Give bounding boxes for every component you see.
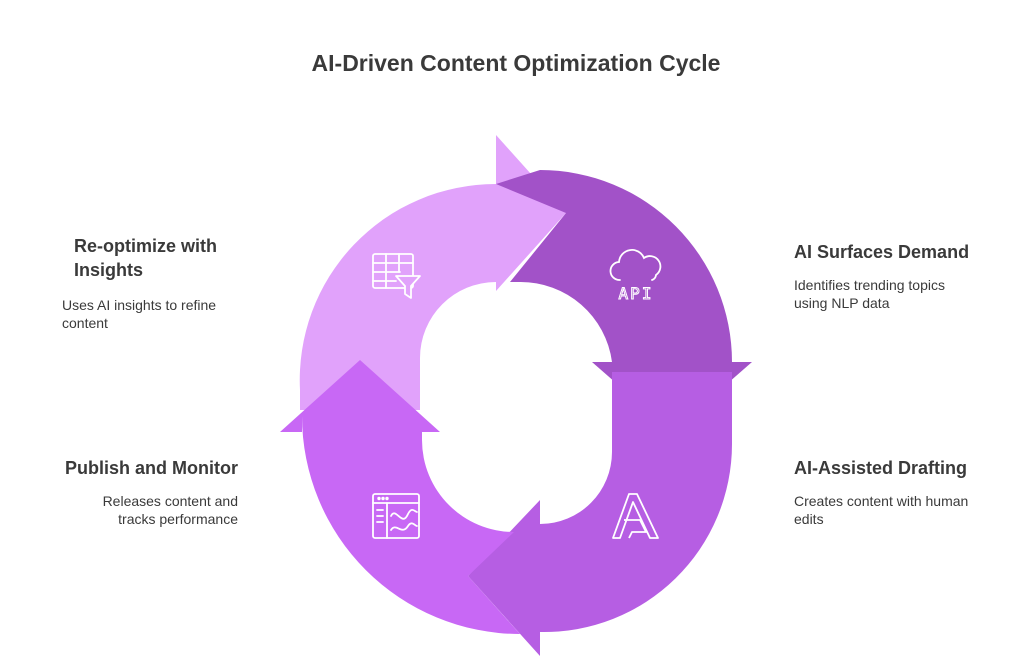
cloud-api-icon-text: API [619, 284, 654, 303]
cycle-segment-assisted-drafting [468, 372, 732, 656]
step-assisted-drafting: AI-Assisted Drafting Creates content wit… [794, 456, 1004, 528]
table-filter-icon [372, 253, 421, 299]
step-description: Releases content and tracks performance [102, 493, 238, 527]
cycle-segment-reoptimize [299, 135, 566, 410]
browser-analytics-icon [372, 493, 420, 539]
step-description: Uses AI insights to refine content [62, 297, 217, 331]
step-title: Publish and Monitor [65, 458, 238, 478]
step-title: AI-Assisted Drafting [794, 458, 968, 478]
step-title: AI Surfaces Demand [794, 242, 970, 262]
step-title: Re-optimize with Insights [74, 236, 217, 280]
cycle-segment-surfaces-demand [496, 170, 752, 432]
cycle-segment-publish-monitor [280, 360, 520, 634]
step-description: Identifies trending topics using NLP dat… [794, 277, 945, 311]
step-publish-monitor: Publish and Monitor Releases content and… [38, 456, 238, 528]
step-reoptimize: Re-optimize with Insights Uses AI insigh… [62, 234, 254, 332]
diagram-title: AI-Driven Content Optimization Cycle [311, 50, 721, 76]
letter-a-logo-icon [612, 493, 659, 539]
step-surfaces-demand: AI Surfaces Demand Identifies trending t… [794, 240, 1004, 312]
cloud-api-icon: API [609, 249, 662, 304]
step-description: Creates content with human edits [794, 493, 969, 527]
